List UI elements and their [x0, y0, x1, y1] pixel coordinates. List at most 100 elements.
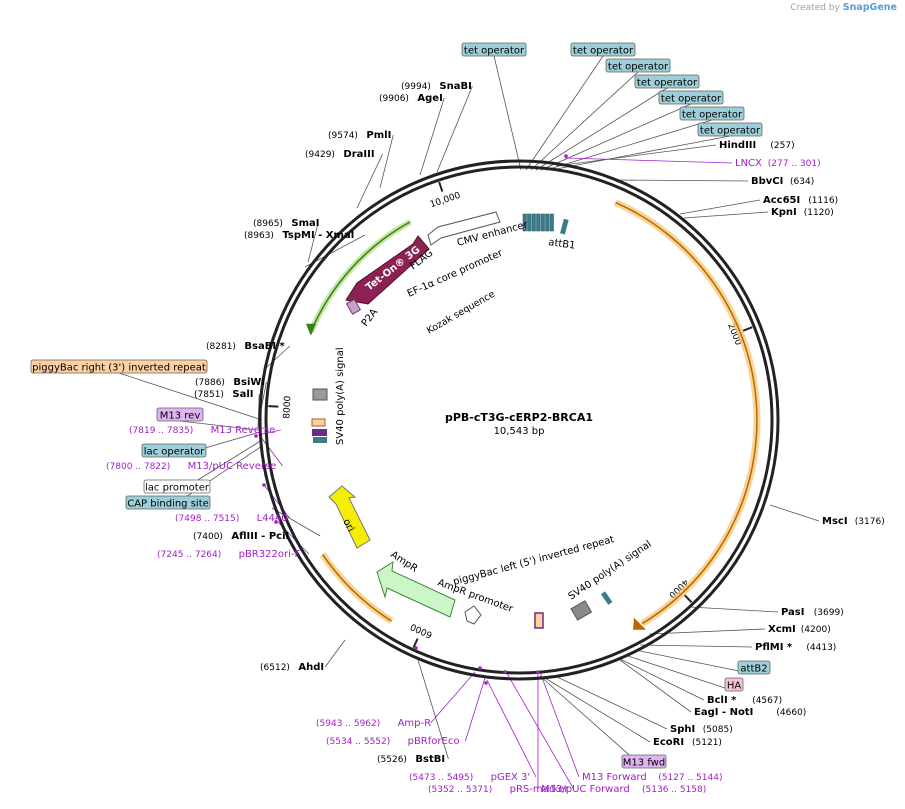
lac-promoter-text: lac promoter	[145, 483, 210, 494]
m13-fwd-box	[621, 754, 667, 769]
afliii-pcii-pos: (7400)	[193, 532, 223, 542]
tet-operator-7-leader	[550, 135, 731, 171]
kpni-leader	[683, 211, 769, 219]
tet-operator-1-label: tet operator	[461, 42, 527, 57]
bsabi-text: BsaBI *	[244, 341, 285, 352]
primer-site-mark	[536, 670, 540, 674]
m13-fwd-label: M13 fwd	[621, 754, 667, 769]
plasmid-name: pPB-cT3G-cERP2-BRCA1	[445, 411, 593, 424]
ampr-promoter-arrow	[464, 605, 482, 625]
sphi-label: SphI (5085)	[670, 724, 733, 735]
tet-operator-box	[531, 213, 536, 232]
piggybac-right-leader	[118, 372, 263, 421]
tet-operator-2-box	[570, 42, 636, 57]
bstbi-text: BstBI	[415, 754, 445, 765]
pbr322ori-f-pos: (7245 .. 7264)	[157, 550, 221, 560]
m13-reverse-text: M13 Reverse	[211, 425, 276, 436]
m13-puc-reverse-text: M13/pUC Reverse	[188, 461, 277, 472]
kozak-label: Kozak sequence	[425, 289, 497, 337]
agei-leader	[419, 97, 445, 176]
lac-promoter-label: lac promoter	[143, 479, 211, 494]
primer-site-mark	[262, 483, 266, 487]
tet-operator-7-box	[697, 122, 763, 137]
lncx-label: LNCX(277 .. 301)	[735, 158, 821, 169]
p2a-box	[345, 298, 362, 315]
piggybac-right-box	[311, 418, 326, 427]
m13-puc-reverse-label: (7800 .. 7822)M13/pUC Reverse	[106, 461, 276, 472]
piggybac-right-box	[30, 359, 208, 374]
ha-label: HA	[724, 677, 744, 692]
pasi-label: PasI(3699)	[781, 607, 844, 618]
lncx-text: LNCX	[735, 158, 762, 169]
tick-label: 8000	[282, 395, 293, 419]
pbr322ori-f-label: (7245 .. 7264)pBR322ori-F	[157, 549, 300, 560]
tet-operator-4-box	[634, 74, 700, 89]
tet-operator-7-text: tet operator	[700, 126, 761, 137]
ori-arrow	[328, 485, 371, 549]
m13-forward-pos: (5127 .. 5144)	[658, 773, 722, 783]
m13-forward-leader	[539, 671, 580, 778]
attb2-label: attB2	[737, 660, 771, 675]
piggybac-right-label: piggyBac right (3') inverted repeat	[30, 359, 208, 374]
pmli-leader	[379, 134, 394, 189]
tet-operator-6-label: tet operator	[679, 106, 745, 121]
snapgene-logo: SnapGene	[842, 2, 897, 13]
hindiii-label: HindIII(257)	[719, 140, 795, 151]
sphi-pos: (5085)	[703, 725, 733, 735]
bbvci-label: BbvCI(634)	[751, 176, 814, 187]
pflmi-pos: (4413)	[806, 643, 836, 653]
bcli-pos: (4567)	[752, 696, 782, 706]
bcli-leader	[617, 657, 705, 701]
ahdi-leader	[324, 639, 346, 668]
m13-reverse-pos: (7819 .. 7835)	[129, 426, 193, 436]
bbvci-leader	[613, 179, 749, 182]
eagi-noti-leader	[619, 659, 692, 713]
green-region-line	[310, 221, 411, 333]
ecori-label: EcoRI(5121)	[653, 737, 722, 748]
pflmi-leader	[639, 644, 753, 648]
primer-site-mark	[414, 646, 418, 650]
ahdi-pos: (6512)	[260, 663, 290, 673]
smai-leader	[307, 222, 319, 263]
tet-operator-4-leader	[535, 87, 668, 171]
pasi-text: PasI	[781, 607, 804, 618]
m13-rev-box	[156, 407, 204, 422]
kpni-pos: (1120)	[804, 208, 834, 218]
tet-operator-box	[545, 213, 550, 232]
prs-marker-text: pRS-marker	[510, 784, 570, 795]
tet-operator-4-text: tet operator	[637, 78, 698, 89]
m13-forward-label: M13 Forward(5127 .. 5144)	[582, 772, 722, 783]
bsabi-label: (8281)BsaBI *	[206, 341, 286, 352]
draiii-leader	[356, 153, 383, 209]
xcmi-text: XcmI	[768, 624, 796, 635]
attb2-leader	[634, 649, 755, 675]
sphi-text: SphI	[670, 724, 695, 735]
lncx-leader	[564, 157, 733, 164]
tet-operator-box	[536, 213, 541, 232]
snapgene-branding: Created by SnapGene	[790, 2, 897, 13]
tet-operator-4-label: tet operator	[634, 74, 700, 89]
m13-puc-forward-text: M13/pUC Forward	[541, 784, 630, 795]
brca1-orf-arrowhead	[633, 617, 647, 630]
m13-puc-reverse-leader	[259, 435, 283, 467]
eagi-noti-label: EagI - NotI(4660)	[694, 707, 806, 718]
sali-pos: (7851)	[194, 390, 224, 400]
hindiii-leader	[555, 144, 717, 167]
hindiii-text: HindIII	[719, 140, 756, 151]
l4440-pos: (7498 .. 7515)	[175, 514, 239, 524]
prs-marker-label: (5352 .. 5371) pRS-marker	[428, 784, 569, 795]
snabi-label: (9994)SnaBI	[401, 81, 472, 92]
attb1-box	[559, 218, 569, 235]
prs-marker-pos: (5352 .. 5371)	[428, 785, 492, 795]
tet-operator-2-leader	[525, 55, 604, 171]
bstbi-pos: (5526)	[377, 755, 407, 765]
tet-operator-box	[522, 213, 527, 232]
tet-operator-3-label: tet operator	[605, 58, 671, 73]
tet-operator-box	[527, 213, 532, 232]
m13-fwd-leader	[539, 675, 645, 769]
pgex-3-pos: (5473 .. 5495)	[409, 773, 473, 783]
bsiwi-text: BsiWI	[233, 377, 265, 388]
snabi-leader	[436, 85, 473, 173]
xcmi-pos: (4200)	[801, 625, 831, 635]
